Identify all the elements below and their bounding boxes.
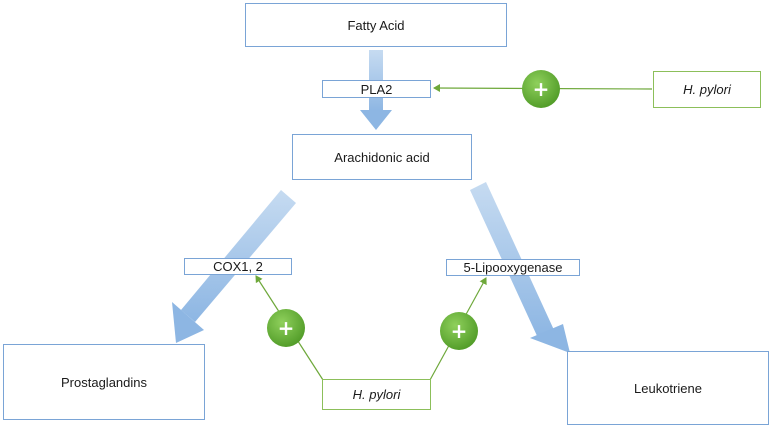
node-h-pylori-top: H. pylori (653, 71, 761, 108)
node-prostaglandins-label: Prostaglandins (61, 374, 147, 390)
node-prostaglandins: Prostaglandins (3, 344, 205, 420)
node-fatty-acid-label: Fatty Acid (347, 17, 405, 33)
plus-icon: + (267, 309, 305, 347)
node-pla2: PLA2 (322, 80, 431, 98)
node-lipoxygenase: 5-Lipooxygenase (446, 259, 580, 276)
node-h-pylori-bottom-label: H. pylori (352, 387, 401, 402)
svg-text:+: + (533, 77, 550, 101)
svg-text:+: + (278, 316, 295, 340)
node-fatty-acid: Fatty Acid (245, 3, 507, 47)
node-lipoxygenase-label: 5-Lipooxygenase (463, 260, 563, 275)
svg-text:+: + (451, 319, 468, 343)
node-pla2-label: PLA2 (360, 81, 393, 97)
plus-icon: + (522, 70, 560, 108)
plus-icon: + (440, 312, 478, 350)
node-h-pylori-top-label: H. pylori (683, 82, 731, 97)
node-arachidonic-acid: Arachidonic acid (292, 134, 472, 180)
node-arachidonic-acid-label: Arachidonic acid (334, 149, 430, 165)
node-cox-label: COX1, 2 (213, 259, 263, 274)
arrow-arachidonic-to-prostaglandins (172, 190, 296, 343)
node-h-pylori-bottom: H. pylori (322, 379, 431, 410)
node-leukotriene-label: Leukotriene (634, 380, 702, 396)
node-leukotriene: Leukotriene (567, 351, 769, 425)
node-cox: COX1, 2 (184, 258, 292, 275)
